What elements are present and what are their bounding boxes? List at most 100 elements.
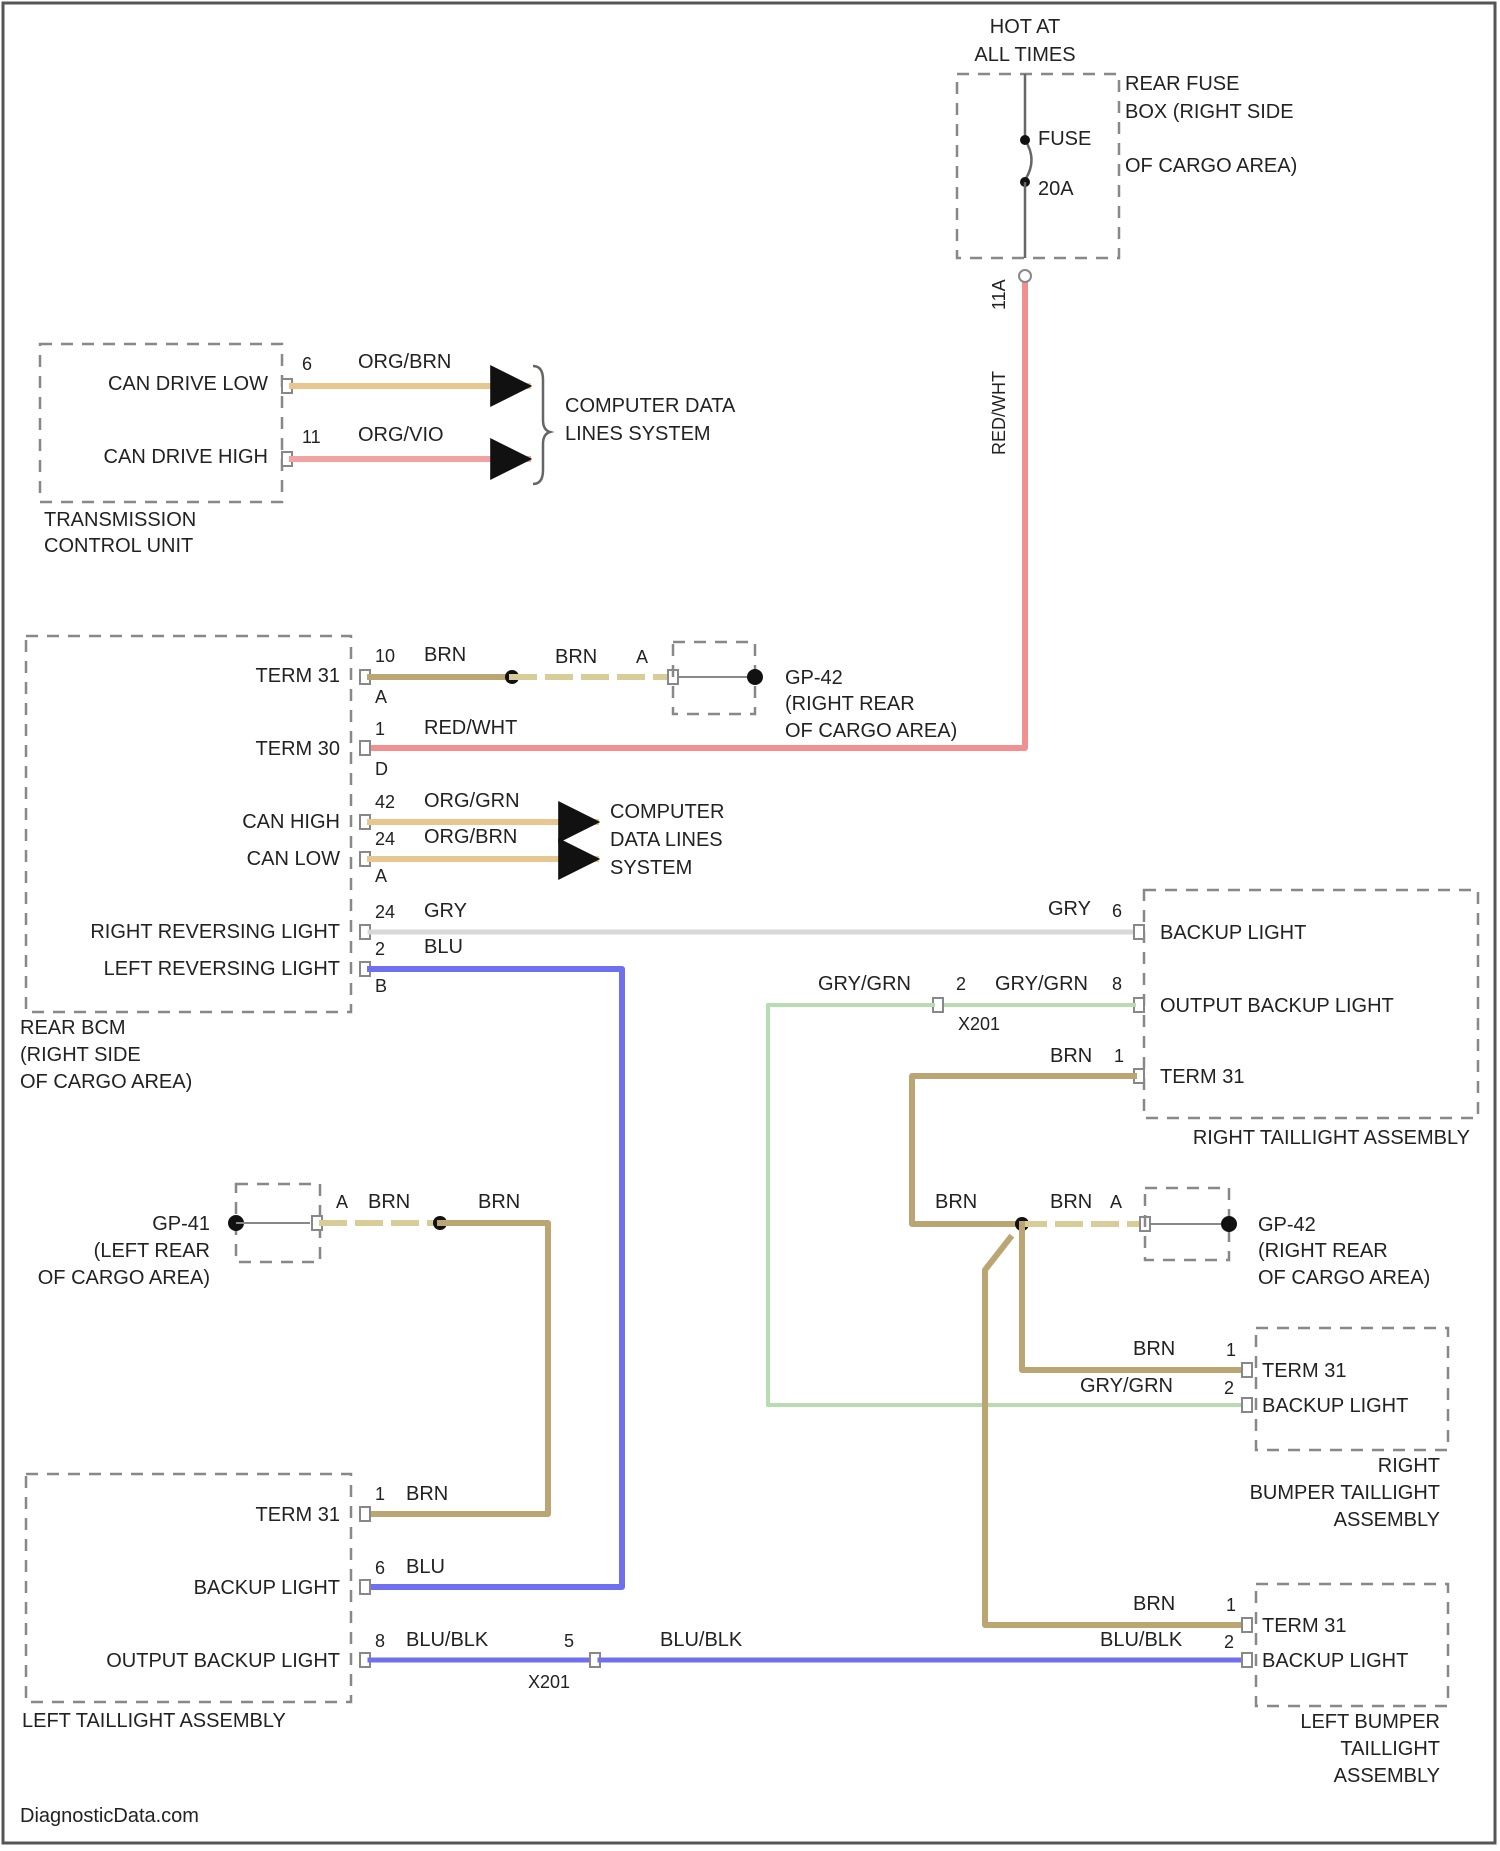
gp41-conn: A — [336, 1192, 348, 1212]
rtl-x201-name: X201 — [958, 1014, 1000, 1034]
rtl-output-label: OUTPUT BACKUP LIGHT — [1160, 995, 1394, 1017]
tcu-dest-line2: LINES SYSTEM — [565, 423, 711, 445]
ltl-output-pin: 8 — [375, 1631, 385, 1651]
bcm-left-rev-pin: 2 — [375, 939, 385, 959]
ltl-term31-label: TERM 31 — [256, 1504, 340, 1526]
lbumper-term31-pin: 1 — [1226, 1595, 1236, 1615]
rtl-name: RIGHT TAILLIGHT ASSEMBLY — [1193, 1127, 1470, 1149]
wire-brn-left-term31 — [370, 1223, 548, 1514]
rtl-term31-wire: BRN — [1050, 1045, 1092, 1067]
rtl-backup-label: BACKUP LIGHT — [1160, 922, 1306, 944]
rtl-output-pin: 8 — [1112, 974, 1122, 994]
bcm-can-high-label: CAN HIGH — [242, 811, 340, 833]
tcu-pin6: 6 — [302, 354, 312, 374]
bcm-right-rev-wire: GRY — [424, 900, 467, 922]
bcm-term31-wire: BRN — [424, 644, 466, 666]
bcm-can-low-pin: 24 — [375, 829, 395, 849]
rtl-x201-wire: GRY/GRN — [818, 973, 911, 995]
lbumper-backup-pin: 2 — [1224, 1632, 1234, 1652]
gp42-top-ground — [747, 669, 763, 685]
ltl-backup-wire: BLU — [406, 1556, 445, 1578]
rbumper-name2: BUMPER TAILLIGHT — [1250, 1482, 1440, 1504]
ltl-x201-wire: BLU/BLK — [660, 1629, 743, 1651]
fuse-box-outline — [957, 74, 1119, 258]
bcm-term30-wire: RED/WHT — [424, 717, 517, 739]
lbumper-backup-label: BACKUP LIGHT — [1262, 1650, 1408, 1672]
tcu-pin11: 11 — [302, 427, 321, 447]
gp41-name2: (LEFT REAR — [94, 1240, 210, 1262]
rbumper-term31-label: TERM 31 — [1262, 1360, 1346, 1382]
gp42-top-wire: BRN — [555, 646, 597, 668]
gp42-top-conn: A — [636, 647, 648, 667]
tcu-name-line2: CONTROL UNIT — [44, 535, 193, 557]
gp41-left: GP-41 (LEFT REAR OF CARGO AREA) A BRN BR… — [38, 1184, 520, 1289]
rtl-term31-pin: 1 — [1114, 1046, 1124, 1066]
fuse-name: FUSE — [1038, 128, 1091, 150]
rbumper-term31-wire: BRN — [1133, 1338, 1175, 1360]
lbumper-name2: TAILLIGHT — [1340, 1738, 1440, 1760]
ltl-backup-pin: 6 — [375, 1558, 385, 1578]
tcu-outline — [40, 344, 282, 502]
tcu-wire-org-brn: ORG/BRN — [358, 351, 451, 373]
right-bumper-taillight: TERM 31 BACKUP LIGHT 1 2 BRN GRY/GRN RIG… — [1080, 1328, 1448, 1531]
bcm-name-line1: REAR BCM — [20, 1017, 126, 1039]
fuse-icon — [1025, 140, 1032, 180]
rear-bcm: TERM 31 TERM 30 CAN HIGH CAN LOW RIGHT R… — [20, 636, 724, 1093]
gp42-right-name1: GP-42 — [1258, 1214, 1316, 1236]
bcm-right-rev-label: RIGHT REVERSING LIGHT — [90, 921, 340, 943]
fuse-rating: 20A — [1038, 178, 1074, 200]
tcu-wire-org-vio: ORG/VIO — [358, 424, 444, 446]
bcm-term30-conn: D — [375, 759, 388, 779]
fuse-location-line2: BOX (RIGHT SIDE — [1125, 101, 1294, 123]
gp42-right-conn: A — [1110, 1192, 1122, 1212]
ltl-x201-pin: 5 — [564, 1631, 574, 1651]
left-bumper-taillight: TERM 31 BACKUP LIGHT 1 2 BRN BLU/BLK LEF… — [1100, 1584, 1448, 1787]
rbumper-backup-wire: GRY/GRN — [1080, 1375, 1173, 1397]
tcu-name-line1: TRANSMISSION — [44, 509, 196, 531]
gp42-right-wire1: BRN — [935, 1191, 977, 1213]
ltl-output-wire: BLU/BLK — [406, 1629, 489, 1651]
lbumper-outline — [1256, 1584, 1448, 1706]
bcm-left-rev-label: LEFT REVERSING LIGHT — [104, 958, 340, 980]
wire-brn-rbumper — [1022, 1224, 1240, 1370]
rbumper-name1: RIGHT — [1378, 1455, 1440, 1477]
bcm-can-high-pin: 42 — [375, 792, 395, 812]
bcm-can-dest-line2: DATA LINES — [610, 829, 723, 851]
ltl-term31-pin: 1 — [375, 1484, 385, 1504]
tcu-dest-line1: COMPUTER DATA — [565, 395, 736, 417]
bcm-can-dest-line3: SYSTEM — [610, 857, 692, 879]
rtl-backup-pin: 6 — [1112, 901, 1122, 921]
ltl-output-label: OUTPUT BACKUP LIGHT — [106, 1650, 340, 1672]
lbumper-term31-label: TERM 31 — [1262, 1615, 1346, 1637]
dest-brace — [533, 366, 550, 484]
bcm-can-low-wire: ORG/BRN — [424, 826, 517, 848]
bcm-can-high-wire: ORG/GRN — [424, 790, 520, 812]
fuse-supply-line2: ALL TIMES — [974, 44, 1075, 66]
bcm-term30-pin: 1 — [375, 719, 385, 739]
rtl-backup-wire: GRY — [1048, 898, 1091, 920]
rbumper-backup-label: BACKUP LIGHT — [1262, 1395, 1408, 1417]
gp42-right-name3: OF CARGO AREA) — [1258, 1267, 1430, 1289]
bcm-term30-label: TERM 30 — [256, 738, 340, 760]
transmission-control-unit: CAN DRIVE LOW CAN DRIVE HIGH 6 11 ORG/BR… — [40, 344, 736, 557]
lbumper-name3: ASSEMBLY — [1334, 1765, 1440, 1787]
gp42-right-name2: (RIGHT REAR — [1258, 1240, 1388, 1262]
source-credit: DiagnosticData.com — [20, 1805, 199, 1827]
bcm-can-low-conn: A — [375, 866, 387, 886]
bcm-term31-label: TERM 31 — [256, 665, 340, 687]
rtl-output-wire: GRY/GRN — [995, 973, 1088, 995]
rbumper-term31-pin: 1 — [1226, 1340, 1236, 1360]
bcm-right-rev-pin: 24 — [375, 902, 395, 922]
bcm-can-low-label: CAN LOW — [247, 848, 340, 870]
bcm-can-dest-line1: COMPUTER — [610, 801, 724, 823]
ltl-term31-wire: BRN — [406, 1483, 448, 1505]
fuse-location-line3: OF CARGO AREA) — [1125, 155, 1297, 177]
bcm-name-line2: (RIGHT SIDE — [20, 1044, 141, 1066]
gp41-wire2: BRN — [478, 1191, 520, 1213]
fuse-supply-line1: HOT AT — [990, 16, 1060, 38]
tcu-pin-label-can-low: CAN DRIVE LOW — [108, 373, 268, 395]
rbumper-name3: ASSEMBLY — [1334, 1509, 1440, 1531]
ltl-backup-label: BACKUP LIGHT — [194, 1577, 340, 1599]
